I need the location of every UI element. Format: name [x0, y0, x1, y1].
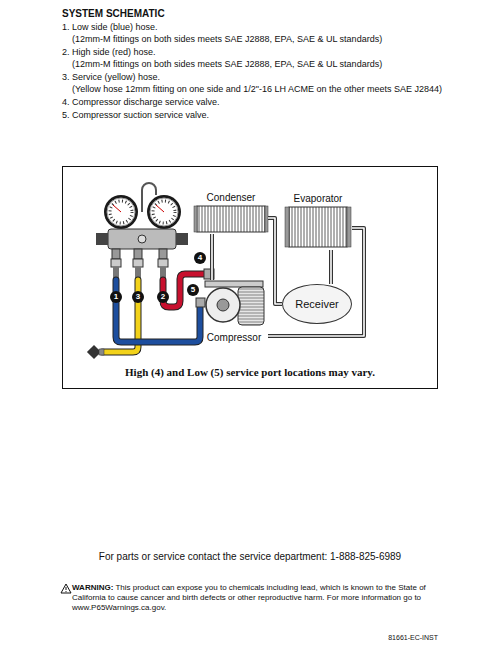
- component-label: Evaporator: [294, 193, 343, 205]
- list-note: (12mm-M fittings on both sides meets SAE…: [72, 34, 382, 44]
- document-code: 81661-EC-INST: [388, 634, 438, 642]
- receiver-oval: Receiver: [282, 284, 352, 324]
- list-item: 2. High side (red) hose.: [62, 47, 156, 57]
- refrigerant-line: [268, 218, 282, 304]
- callout-number: 2: [157, 291, 169, 303]
- list-item: 1. Low side (blue) hose.: [62, 22, 158, 32]
- callout-number: 5: [187, 284, 199, 296]
- list-item: 4. Compressor discharge service valve.: [62, 97, 220, 107]
- refrigerant-line: [331, 250, 332, 284]
- hoses: [102, 274, 204, 352]
- component-label: Receiver: [295, 298, 338, 310]
- component-label: Compressor: [207, 332, 261, 344]
- service-contact: For parts or service contact the service…: [0, 551, 500, 563]
- list-note: (12mm-M fittings on both sides meets SAE…: [72, 59, 382, 69]
- caption: High (4) and Low (5) service port locati…: [62, 366, 438, 379]
- page-title: SYSTEM SCHEMATIC: [62, 8, 165, 20]
- component-label: Condenser: [207, 192, 256, 204]
- compressor-symbol: [196, 269, 264, 325]
- component-box: Condenser: [194, 191, 268, 234]
- refrigerant-line: [268, 228, 364, 336]
- can-tap: [87, 345, 104, 359]
- condenser-coil: [194, 206, 268, 232]
- schematic-frame: [63, 167, 438, 389]
- callout-number: 3: [132, 291, 144, 303]
- component-box: Evaporator: [284, 192, 352, 250]
- callout-number: 1: [110, 291, 122, 303]
- manifold-gauge: [96, 183, 188, 280]
- refrigerant-line: [212, 234, 213, 280]
- warning-block: WARNING: This product can expose you to …: [72, 583, 440, 613]
- warning-heading: WARNING:: [72, 583, 113, 592]
- callout-number: 4: [194, 252, 206, 264]
- warning-symbol: [61, 584, 71, 593]
- list-note: (Yellow hose 12mm fitting on one side an…: [72, 84, 442, 94]
- list-item: 3. Service (yellow) hose.: [62, 72, 160, 82]
- evaporator-coil: [285, 207, 351, 247]
- list-item: 5. Compressor suction service valve.: [62, 110, 209, 120]
- compressor-box: Compressor: [200, 280, 268, 345]
- warning-text: This product can expose you to chemicals…: [72, 583, 426, 612]
